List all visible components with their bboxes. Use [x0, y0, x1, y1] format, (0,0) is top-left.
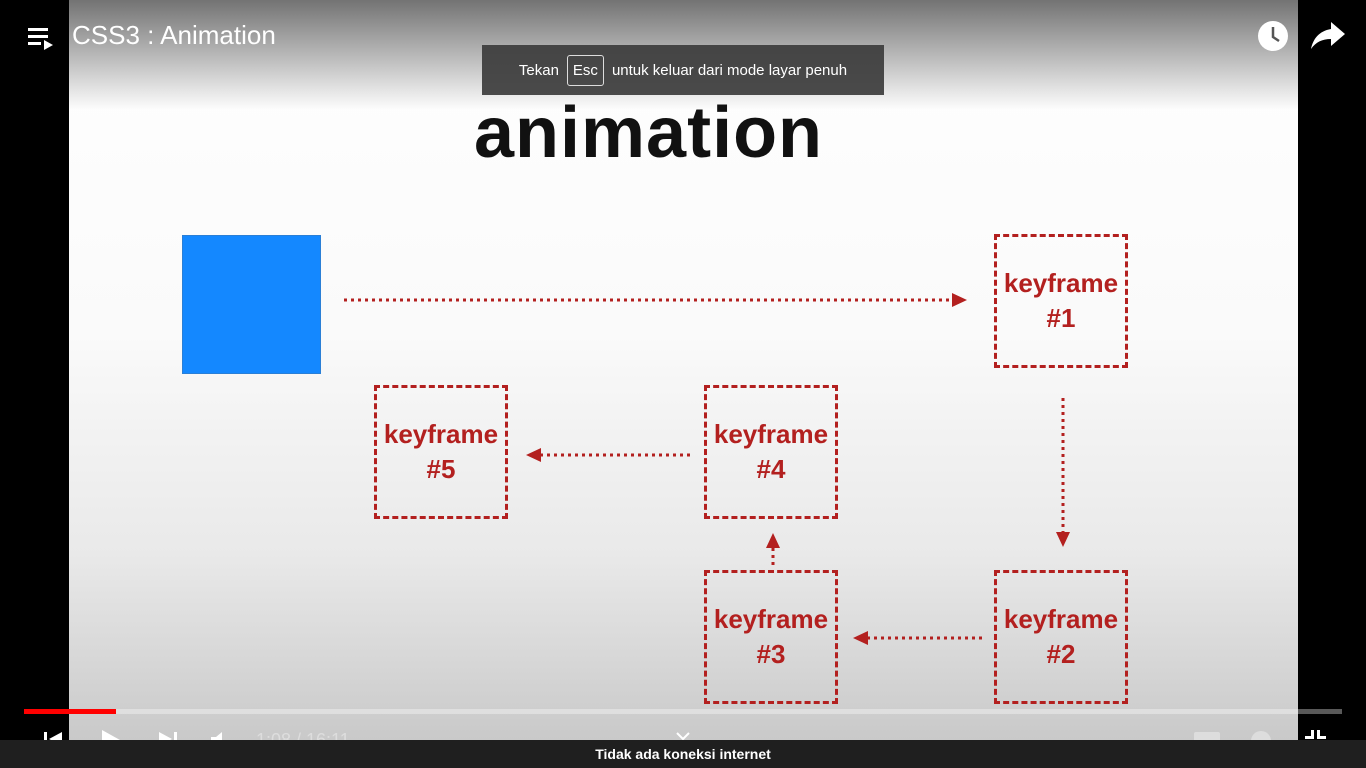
keyframe-3-box: keyframe #3	[704, 570, 838, 704]
toast-text-after: untuk keluar dari mode layar penuh	[611, 61, 848, 79]
keyframe-2-number: #2	[1046, 639, 1076, 669]
watch-later-icon[interactable]	[1257, 20, 1289, 52]
keyframe-5-label: keyframe	[383, 419, 499, 449]
keyframe-3-label: keyframe	[713, 604, 829, 634]
keyframe-1-box: keyframe #1	[994, 234, 1128, 368]
exit-fullscreen-icon[interactable]	[1303, 730, 1327, 740]
toast-text-before: Tekan	[518, 61, 559, 79]
playlist-icon[interactable]	[28, 27, 56, 51]
time-display: 1:08 / 16:11	[256, 730, 350, 740]
player-controls: 1:08 / 16:11	[0, 726, 1366, 740]
keyframe-4-box: keyframe #4	[704, 385, 838, 519]
keyframe-4-number: #4	[756, 454, 786, 484]
blue-square	[182, 235, 321, 374]
arrowhead-kf3	[853, 631, 868, 645]
next-icon[interactable]	[159, 732, 179, 740]
settings-gear-icon[interactable]	[1249, 729, 1273, 740]
progress-bar-fill	[24, 709, 117, 714]
keyframe-5-box: keyframe #5	[374, 385, 508, 519]
arrowhead-kf4	[766, 533, 780, 548]
video-title[interactable]: CSS3 : Animation	[72, 20, 276, 50]
share-icon[interactable]	[1311, 22, 1345, 50]
keyframe-1-number: #1	[1046, 303, 1076, 333]
offline-status-bar: Tidak ada koneksi internet	[0, 740, 1366, 768]
progress-bar[interactable]	[24, 709, 1342, 714]
subtitles-icon[interactable]	[1194, 732, 1220, 740]
arrowhead-kf2	[1056, 532, 1070, 547]
chevron-down-icon[interactable]	[676, 732, 690, 740]
esc-key-badge: Esc	[566, 54, 604, 86]
animation-arrows	[344, 293, 1070, 645]
keyframe-1-label: keyframe	[1003, 268, 1119, 298]
volume-icon[interactable]	[211, 732, 231, 740]
keyframe-2-box: keyframe #2	[994, 570, 1128, 704]
previous-icon[interactable]	[44, 732, 64, 740]
play-icon[interactable]	[102, 730, 122, 740]
keyframe-2-label: keyframe	[1003, 604, 1119, 634]
arrowhead-kf5	[526, 448, 541, 462]
arrowhead-kf1	[952, 293, 967, 307]
keyframe-3-number: #3	[756, 639, 786, 669]
offline-message: Tidak ada koneksi internet	[595, 746, 771, 762]
keyframe-4-label: keyframe	[713, 419, 829, 449]
keyframe-5-number: #5	[426, 454, 456, 484]
fullscreen-exit-toast: Tekan Esc untuk keluar dari mode layar p…	[482, 45, 884, 95]
